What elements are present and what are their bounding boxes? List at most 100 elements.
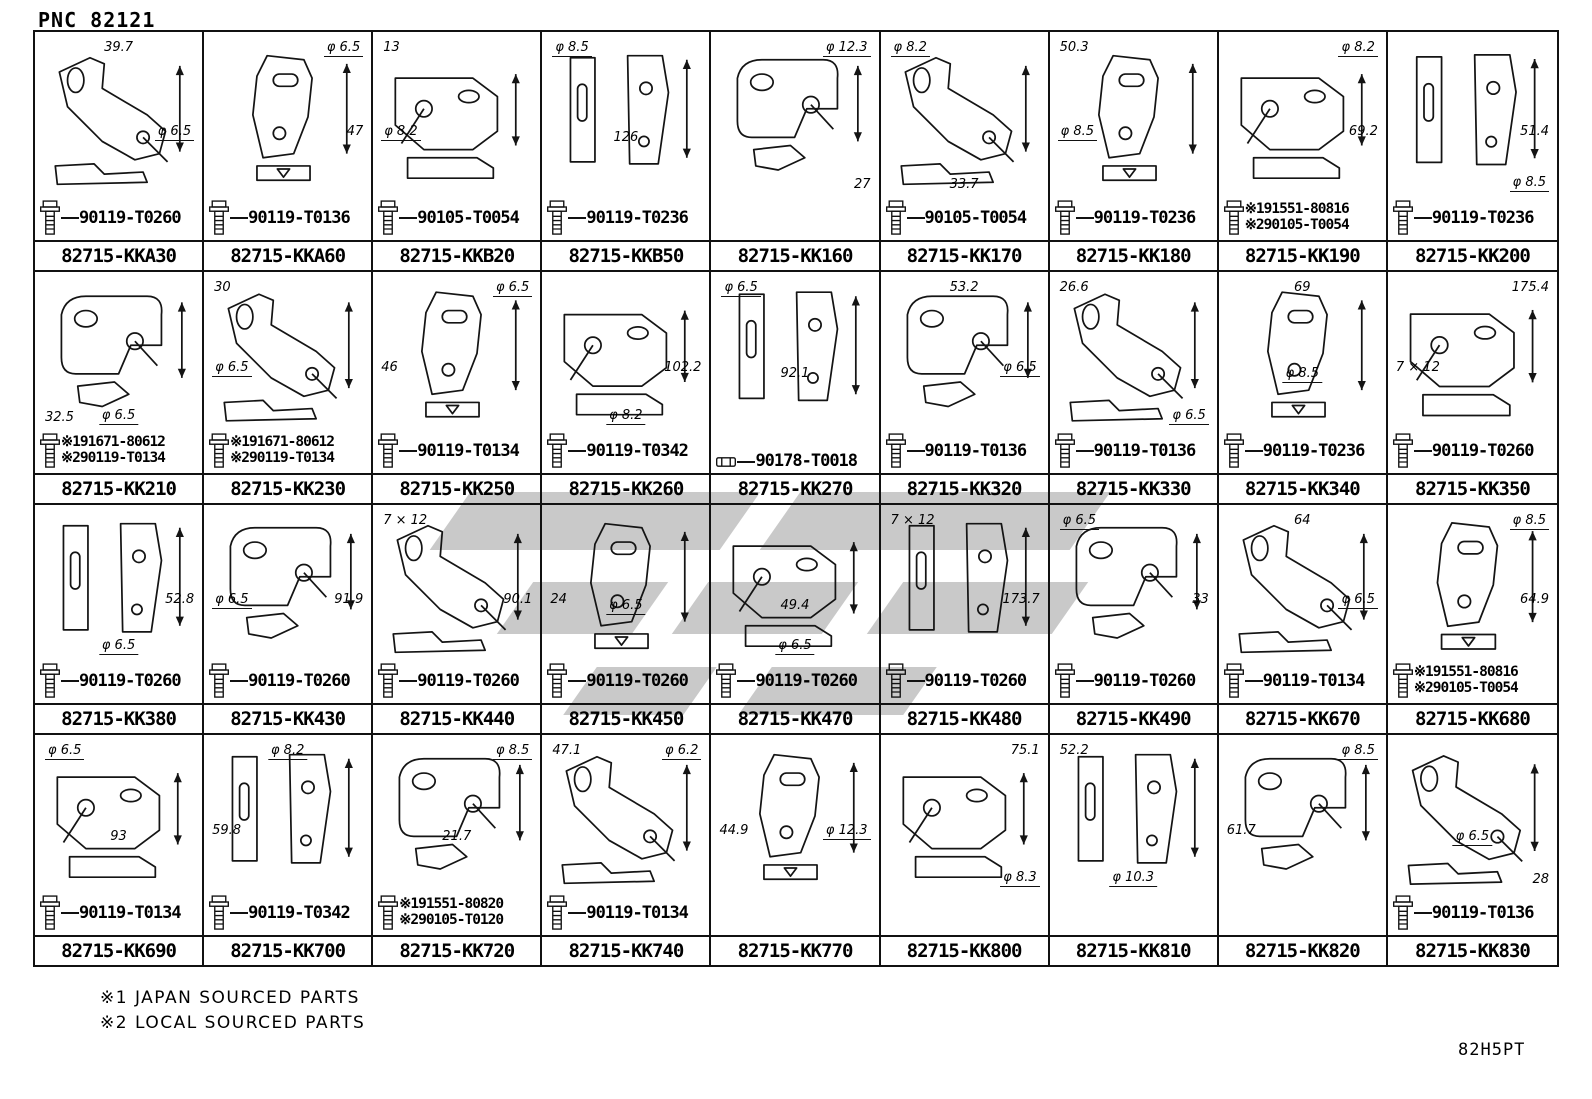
dimension-label: φ 6.5 [1000,360,1040,378]
dimension-label: 47 [346,123,364,139]
dimension-label: φ 6.5 [1169,408,1209,425]
dimension-label: 30 [214,280,231,295]
leader-line [1413,217,1432,219]
bracket-outline-drawing [906,295,1032,408]
dimension-label: φ 8.2 [1338,40,1378,57]
dimension-label: φ 8.3 [1000,870,1040,887]
part-number: 82715-KK440 [373,703,541,733]
fastener-part-number: ※290119-T0134 [230,450,335,466]
leader-line [61,680,79,682]
bracket-outline-drawing [1244,757,1370,870]
dimension-label: φ 8.2 [381,124,421,141]
dimension-label: φ 8.5 [552,40,592,57]
dimension-label: 90.1 [503,592,533,608]
fastener-part-number: ※191551-80820 [399,896,504,913]
bracket-outline-drawing [561,755,692,885]
bracket-outline-drawing [1266,291,1366,418]
leader-line [1075,680,1094,682]
dimension-label: 24 [550,592,567,608]
part-number: 82715-KK340 [1218,473,1386,503]
bracket-outline-drawing [223,293,354,422]
fastener-numbers: 90119-T0260 [1094,671,1197,691]
fastener-part-number: 90119-T0342 [248,902,351,923]
dimension-label: 47.1 [552,743,582,758]
fastener-part-number: 90119-T0134 [79,902,182,923]
part-number: 82715-KK670 [1218,703,1386,733]
fastener-part-number: 90119-T0236 [1431,207,1535,228]
bolt-icon [1054,198,1076,238]
leader-line [399,450,418,452]
part-number: 82715-KK330 [1049,473,1217,503]
part-number: 82715-KKA60 [204,240,372,270]
fastener-numbers: 90119-T0134 [79,902,182,923]
dimension-label: 61.7 [1226,823,1256,838]
fastener-part-number: ※290119-T0134 [61,450,166,466]
bolt-icon [377,198,399,238]
dimension-label: 33.7 [949,177,979,192]
dimension-label: 13 [383,40,400,55]
dimension-label: φ 8.5 [1057,124,1098,141]
bracket-outline-drawing [908,522,1030,633]
dimension-label: 93 [110,829,127,844]
bolt-icon [1054,661,1076,701]
leader-line [230,217,249,219]
fastener-callout: 90119-T0134 [546,893,707,933]
bracket-outline-drawing [1409,309,1537,417]
bolt-icon [1054,431,1076,471]
fastener-numbers: 90119-T0260 [248,671,351,691]
dimension-label: φ 8.5 [1338,743,1378,760]
fastener-callout: 90119-T0236 [546,198,707,238]
part-number: 82715-KK350 [1387,473,1557,503]
bolt-icon [1223,431,1245,471]
dimension-label: φ 8.5 [1509,513,1549,530]
bolt-icon [208,431,230,471]
dimension-label: 46 [381,360,398,376]
leader-line [568,450,587,452]
leader-line [399,217,418,219]
fastener-callout: ※191551-80816※290105-T0054 [1223,198,1384,238]
bolt-icon [208,198,230,238]
dimension-label: φ 6.5 [323,40,364,57]
bolt-icon [546,431,568,471]
dimension-label: φ 8.5 [1509,175,1549,192]
fastener-numbers: 90119-T0342 [586,441,689,461]
fastener-part-number: ※290105-T0054 [1244,217,1350,233]
fastener-numbers: 90119-T0134 [586,903,689,923]
fastener-numbers: 90119-T0260 [586,670,689,691]
dimension-label: φ 6.5 [45,743,85,760]
part-number: 82715-KK810 [1049,935,1217,965]
fastener-numbers: 90119-T0134 [417,441,520,461]
bracket-outline-drawing [739,291,861,402]
fastener-numbers: 90119-T0260 [417,671,520,691]
fastener-numbers: 90119-T0342 [248,902,351,923]
bolt-icon [546,893,568,933]
part-number: 82715-KK250 [373,473,541,503]
fastener-numbers: 90119-T0236 [1094,208,1197,228]
bolt-icon [885,198,907,238]
pnc-label: PNC 82121 [38,8,156,32]
bracket-outline-drawing [899,56,1030,186]
part-number: 82715-KK680 [1387,703,1557,733]
fastener-part-number: 90119-T0260 [586,670,689,691]
fastener-callout: ※191671-80612※290119-T0134 [39,431,200,471]
fastener-numbers: 90119-T0236 [1263,441,1366,461]
